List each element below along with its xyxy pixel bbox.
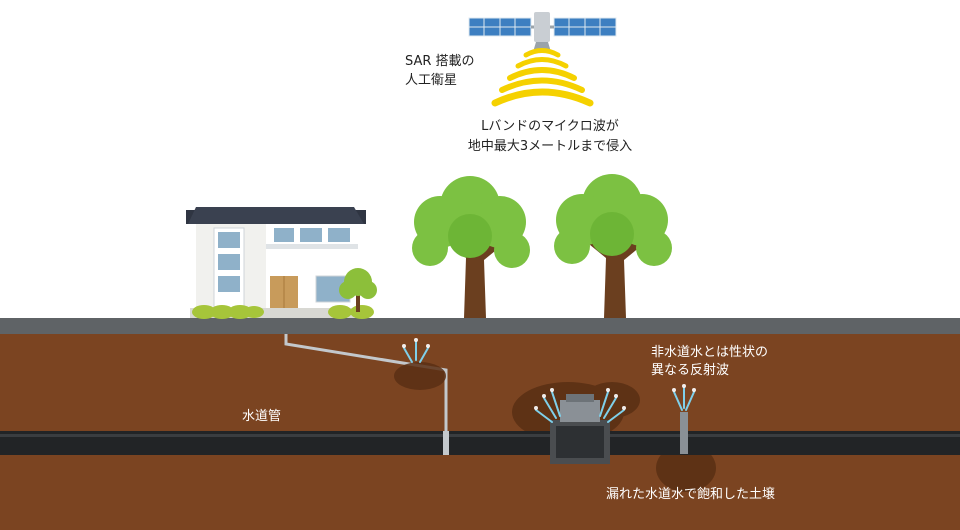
house-icon [186,207,377,319]
water-pipe-label: 水道管 [242,409,282,424]
saturated-soil-label: 漏れた水道水で飽和した土壌 [606,487,776,502]
tree-icon [412,176,530,318]
water-spray-icon [403,341,695,423]
tree-icon [554,174,672,318]
satellite-label-line-1: SAR 搭載の [405,54,475,69]
satellite-icon [468,12,617,52]
service-pipe [284,334,448,450]
non-water-reflection-label-line-2: 異なる反射波 [651,363,730,378]
microwave-label-line-1: Lバンドのマイクロ波が [481,119,619,134]
road-surface [0,318,960,334]
microwave-beam-icon [491,48,594,107]
non-water-reflection-label-line-1: 非水道水とは性状の [651,345,769,360]
microwave-label-line-2: 地中最大3メートルまで侵入 [467,139,633,154]
satellite-label-line-2: 人工衛星 [405,73,458,88]
